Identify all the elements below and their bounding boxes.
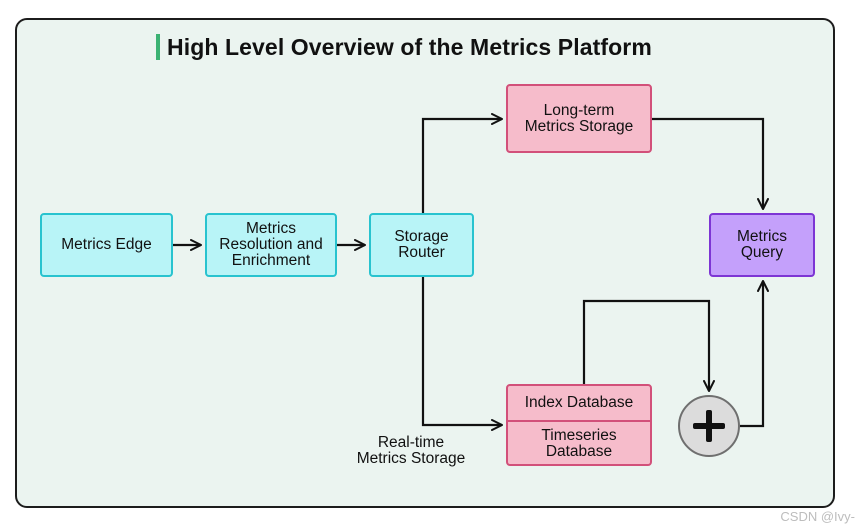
node-metrics-resolution: Metrics Resolution and Enrichment bbox=[205, 213, 337, 277]
node-long-term-storage-label: Long-term Metrics Storage bbox=[524, 101, 634, 135]
node-index-database: Index Database bbox=[508, 386, 650, 422]
diagram-title: High Level Overview of the Metrics Platf… bbox=[167, 33, 652, 60]
realtime-storage-caption: Real-time Metrics Storage bbox=[356, 434, 466, 467]
node-metrics-resolution-label: Metrics Resolution and Enrichment bbox=[219, 220, 323, 269]
node-timeseries-database-label: Timeseries Database bbox=[541, 427, 617, 460]
title-area: High Level Overview of the Metrics Platf… bbox=[156, 33, 652, 61]
node-long-term-storage: Long-term Metrics Storage bbox=[506, 84, 652, 153]
node-storage-router-label: Storage Router bbox=[394, 228, 449, 261]
node-index-database-label: Index Database bbox=[524, 394, 634, 411]
title-accent-bar bbox=[156, 34, 160, 60]
node-metrics-query-label: Metrics Query bbox=[737, 228, 787, 261]
node-realtime-databases: Index Database Timeseries Database bbox=[506, 384, 652, 466]
node-timeseries-database: Timeseries Database bbox=[508, 422, 650, 466]
node-storage-router: Storage Router bbox=[369, 213, 474, 277]
edge-plus-to-query bbox=[740, 280, 769, 428]
node-metrics-query: Metrics Query bbox=[709, 213, 815, 277]
edge-router-to-timeseries bbox=[421, 277, 503, 431]
edge-router-to-longterm bbox=[421, 113, 503, 214]
watermark: CSDN @Ivy- bbox=[780, 509, 855, 524]
node-metrics-edge-label: Metrics Edge bbox=[61, 236, 152, 253]
edge-index-to-plus bbox=[582, 299, 715, 392]
plus-icon bbox=[678, 395, 740, 457]
node-metrics-edge: Metrics Edge bbox=[40, 213, 173, 277]
edge-longterm-to-query bbox=[652, 117, 769, 210]
